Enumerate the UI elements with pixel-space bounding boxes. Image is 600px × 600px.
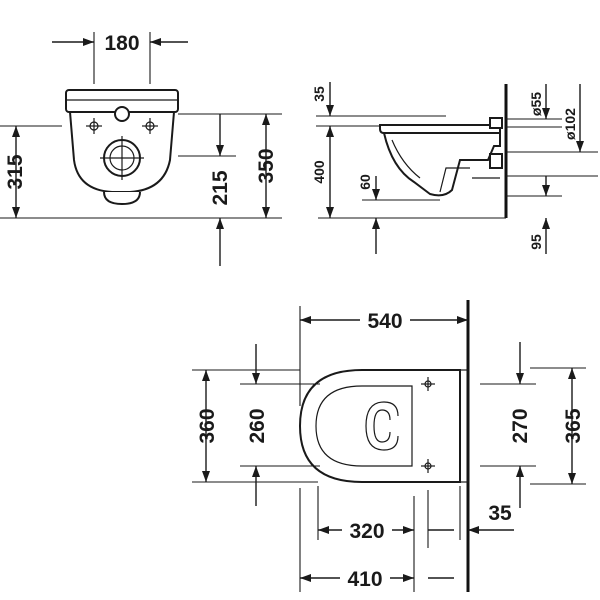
front-350-arrow-top <box>262 114 270 125</box>
side-400-arrow-bottom <box>326 207 334 218</box>
top-410-arrow-right <box>403 574 414 582</box>
front-350-arrow-bottom <box>262 207 270 218</box>
top-fixing-bottom <box>421 459 435 473</box>
side-outlet-diameter-label: ø102 <box>562 108 578 140</box>
front-215-arrow-bottom <box>216 218 224 229</box>
top-fixing-distance-label: 320 <box>349 520 384 543</box>
top-length-label: 540 <box>367 310 402 333</box>
top-wall-offset-label: 35 <box>488 502 512 525</box>
top-360-arrow-top <box>202 370 210 381</box>
front-180-arrow-left <box>83 38 94 46</box>
side-95-arrow-top <box>542 185 550 196</box>
top-270-arrow-bottom <box>516 466 524 477</box>
side-trap <box>439 167 470 193</box>
side-60-arrow-bottom <box>372 218 380 229</box>
side-inlet-connector <box>489 117 503 129</box>
front-width-label: 180 <box>104 32 139 55</box>
top-mounting-plate <box>459 369 469 483</box>
top-width-outer-label: 360 <box>196 408 219 443</box>
front-fixing-right <box>142 118 158 134</box>
top-view: 540 360 260 270 365 <box>192 300 586 592</box>
top-260-arrow-bottom <box>252 466 260 477</box>
side-35-arrow <box>326 105 334 116</box>
top-540-arrow-left <box>300 316 311 324</box>
side-400-arrow-top <box>326 126 334 137</box>
top-540-label-bg <box>360 308 410 332</box>
side-bottom-offset-label: 95 <box>528 234 544 250</box>
top-width-inner-label: 260 <box>246 408 269 443</box>
side-bowl-inner <box>391 139 421 179</box>
top-bowl-inner <box>315 385 413 467</box>
top-outlet-inner <box>373 409 391 443</box>
side-outlet-height-label: 60 <box>357 174 373 190</box>
top-320-arrow-left <box>318 526 329 534</box>
top-410-arrow-left <box>300 574 311 582</box>
front-height-left-label: 315 <box>4 154 27 189</box>
side-95-arrow-bottom <box>542 218 550 229</box>
front-315-arrow-bottom <box>12 207 20 218</box>
top-outlet-outer <box>365 401 399 451</box>
front-view: 180 315 215 <box>0 32 282 266</box>
side-view: 35 400 60 ø55 ø102 95 <box>311 82 598 254</box>
top-outlet-distance-label: 410 <box>347 568 382 591</box>
top-fixing-top <box>421 377 435 391</box>
front-outlet <box>103 191 141 206</box>
top-320-label-bg <box>342 518 392 542</box>
top-270-arrow-top <box>516 373 524 384</box>
top-width-right-label: 365 <box>562 408 585 443</box>
top-410-label-bg <box>340 566 390 590</box>
top-bowl-outer <box>298 369 461 483</box>
top-365-arrow-bottom <box>568 473 576 484</box>
side-bowl <box>382 132 501 197</box>
side-height-label: 400 <box>311 160 327 184</box>
top-365-arrow-top <box>568 368 576 379</box>
front-inlet-circle <box>114 106 130 122</box>
top-360-arrow-bottom <box>202 471 210 482</box>
side-seat <box>379 124 501 134</box>
side-60-arrow-top <box>372 189 380 200</box>
front-fixing-left <box>86 118 102 134</box>
side-inlet-diameter-label: ø55 <box>528 92 544 116</box>
top-260-arrow-top <box>252 373 260 384</box>
front-315-arrow-top <box>12 126 20 137</box>
front-215-arrow-top <box>216 145 224 156</box>
front-180-arrow-right <box>150 38 161 46</box>
top-320-arrow-right <box>403 526 414 534</box>
side-102-arrow <box>576 141 584 152</box>
front-total-height-label: 350 <box>255 148 278 183</box>
front-inlet-height-label: 215 <box>209 170 232 205</box>
top-fixing-spacing-label: 270 <box>509 408 532 443</box>
top-35-arrow <box>468 526 479 534</box>
side-outlet-connector <box>489 153 503 169</box>
side-top-offset-label: 35 <box>311 86 327 102</box>
top-540-arrow-right <box>457 316 468 324</box>
